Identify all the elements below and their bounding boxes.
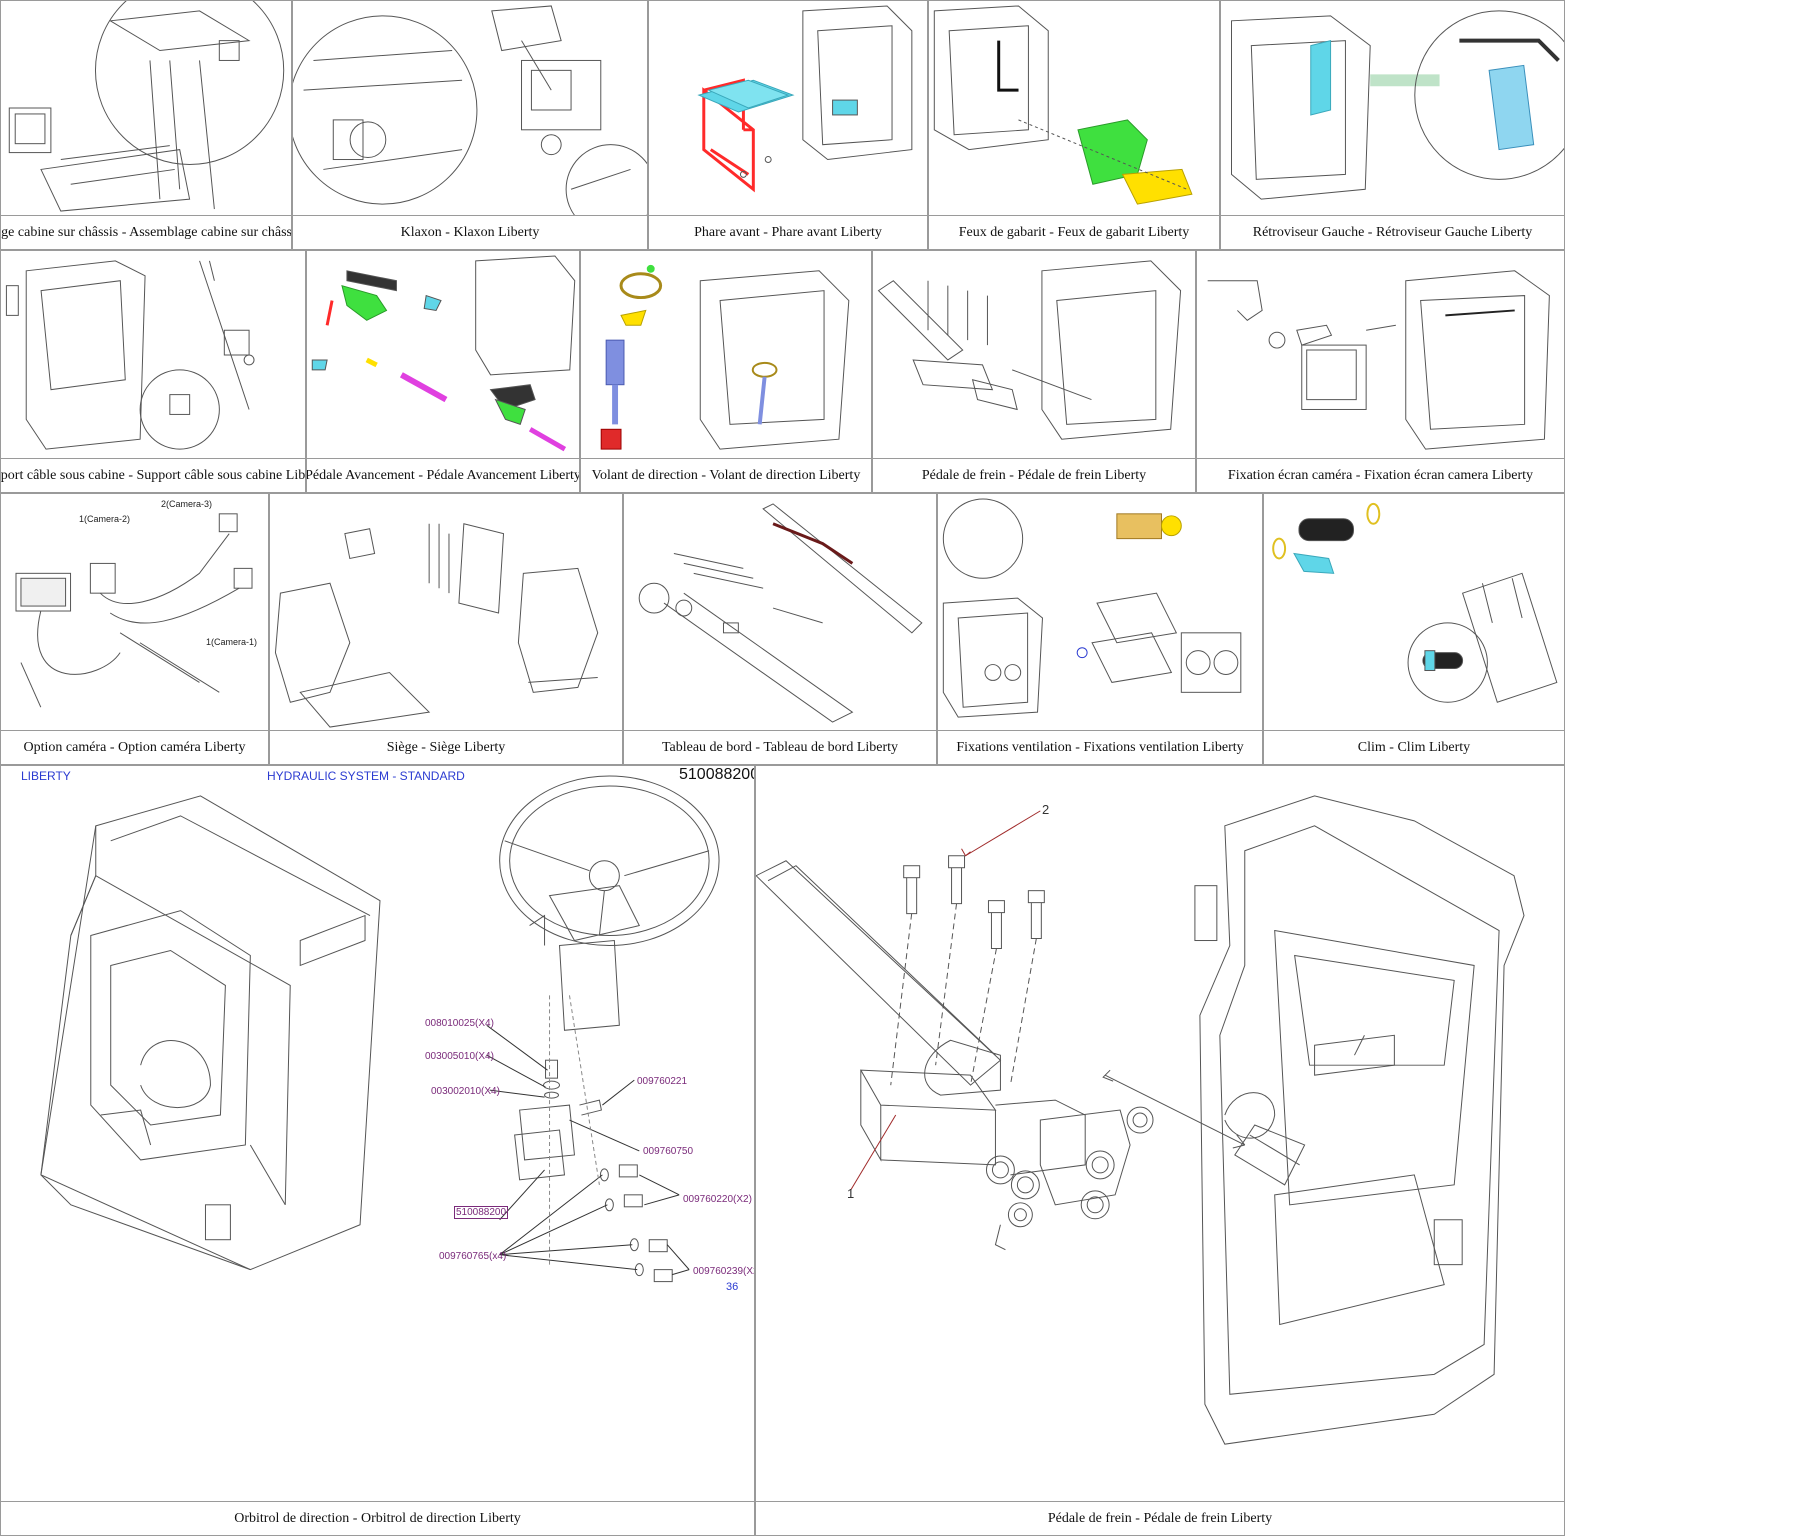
thumb-caption: Fixations ventilation - Fixations ventil… — [938, 730, 1262, 764]
thumb-image — [929, 1, 1219, 216]
thumb-orbitrol[interactable]: LIBERTY HYDRAULIC SYSTEM - STANDARD 5100… — [0, 765, 755, 1536]
sheet-page-number: 36 — [726, 1281, 739, 1293]
thumb-image — [756, 766, 1564, 1502]
thumb-image — [1264, 494, 1564, 731]
thumb-caption: Volant de direction - Volant de directio… — [581, 458, 871, 492]
thumb-cab-on-chassis[interactable]: Assemblage cabine sur châssis - Assembla… — [0, 0, 292, 250]
sheet-brand: LIBERTY — [21, 769, 71, 783]
thumb-caption: Pédale Avancement - Pédale Avancement Li… — [307, 458, 579, 492]
part-label: 003002010(X4) — [431, 1086, 500, 1097]
thumb-image — [624, 494, 936, 731]
thumb-image — [1, 494, 268, 731]
thumb-image — [1, 766, 754, 1502]
thumb-image — [1221, 1, 1564, 216]
thumb-image — [581, 251, 871, 459]
thumb-caption: Pédale de frein - Pédale de frein Libert… — [756, 1501, 1564, 1535]
thumb-pedale-frein-large[interactable]: 2 1 Pédale de frein - Pédale de frein Li… — [755, 765, 1565, 1536]
part-label: 009760239(X2) — [693, 1266, 754, 1277]
thumb-caption: Feux de gabarit - Feux de gabarit Libert… — [929, 215, 1219, 249]
sheet-number: 510088200 — [679, 766, 755, 783]
thumb-caption: Klaxon - Klaxon Liberty — [293, 215, 647, 249]
thumb-feux-gabarit[interactable]: Feux de gabarit - Feux de gabarit Libert… — [928, 0, 1220, 250]
thumb-caption: Tableau de bord - Tableau de bord Libert… — [624, 730, 936, 764]
part-label: 009760221 — [637, 1076, 688, 1087]
thumb-image — [1, 251, 305, 459]
part-label-main: 510088200 — [454, 1206, 509, 1219]
thumb-fixation-ecran[interactable]: Fixation écran caméra - Fixation écran c… — [1196, 250, 1565, 493]
thumb-volant[interactable]: Volant de direction - Volant de directio… — [580, 250, 872, 493]
thumb-phare-avant[interactable]: Phare avant - Phare avant Liberty — [648, 0, 928, 250]
thumb-caption: Siège - Siège Liberty — [270, 730, 622, 764]
thumb-pedale-avancement[interactable]: Pédale Avancement - Pédale Avancement Li… — [306, 250, 580, 493]
camera-label-1: 1(Camera-1) — [206, 637, 258, 647]
thumb-klaxon[interactable]: Klaxon - Klaxon Liberty — [292, 0, 648, 250]
camera-label-2: 1(Camera-2) — [79, 514, 131, 524]
thumb-image — [270, 494, 622, 731]
thumb-retroviseur[interactable]: Rétroviseur Gauche - Rétroviseur Gauche … — [1220, 0, 1565, 250]
thumb-image — [307, 251, 579, 459]
thumb-clim[interactable]: Clim - Clim Liberty — [1263, 493, 1565, 765]
thumb-image — [293, 1, 647, 216]
sheet-system-title: HYDRAULIC SYSTEM - STANDARD — [267, 769, 465, 783]
thumb-image — [938, 494, 1262, 731]
thumb-caption: Option caméra - Option caméra Liberty — [1, 730, 268, 764]
thumb-caption: Rétroviseur Gauche - Rétroviseur Gauche … — [1221, 215, 1564, 249]
thumb-siege[interactable]: Siège - Siège Liberty — [269, 493, 623, 765]
part-label: 003005010(X4) — [425, 1051, 494, 1062]
thumb-caption: Assemblage cabine sur châssis - Assembla… — [1, 215, 291, 249]
thumb-caption: Pédale de frein - Pédale de frein Libert… — [873, 458, 1195, 492]
thumb-caption: Phare avant - Phare avant Liberty — [649, 215, 927, 249]
part-label: 008010025(X4) — [425, 1018, 494, 1029]
thumb-support-cable[interactable]: Support câble sous cabine - Support câbl… — [0, 250, 306, 493]
thumb-fixations-ventilation[interactable]: Fixations ventilation - Fixations ventil… — [937, 493, 1263, 765]
thumb-image — [1, 1, 291, 216]
part-label: 009760220(X2) — [683, 1194, 752, 1205]
callout-1: 1 — [847, 1186, 855, 1201]
thumb-image — [649, 1, 927, 216]
part-label: 009760750 — [643, 1146, 694, 1157]
thumb-caption: Clim - Clim Liberty — [1264, 730, 1564, 764]
thumb-image — [873, 251, 1195, 459]
callout-2: 2 — [1042, 802, 1050, 817]
thumb-caption: Support câble sous cabine - Support câbl… — [1, 458, 305, 492]
thumb-pedale-frein-small[interactable]: Pédale de frein - Pédale de frein Libert… — [872, 250, 1196, 493]
thumb-option-camera[interactable]: 2(Camera-3) 1(Camera-2) 1(Camera-1) Opti… — [0, 493, 269, 765]
thumb-caption: Fixation écran caméra - Fixation écran c… — [1197, 458, 1564, 492]
thumb-tableau-de-bord[interactable]: Tableau de bord - Tableau de bord Libert… — [623, 493, 937, 765]
part-label: 009760765(x4) — [439, 1251, 507, 1262]
thumb-image — [1197, 251, 1564, 459]
thumb-caption: Orbitrol de direction - Orbitrol de dire… — [1, 1501, 754, 1535]
camera-label-3: 2(Camera-3) — [161, 499, 213, 509]
